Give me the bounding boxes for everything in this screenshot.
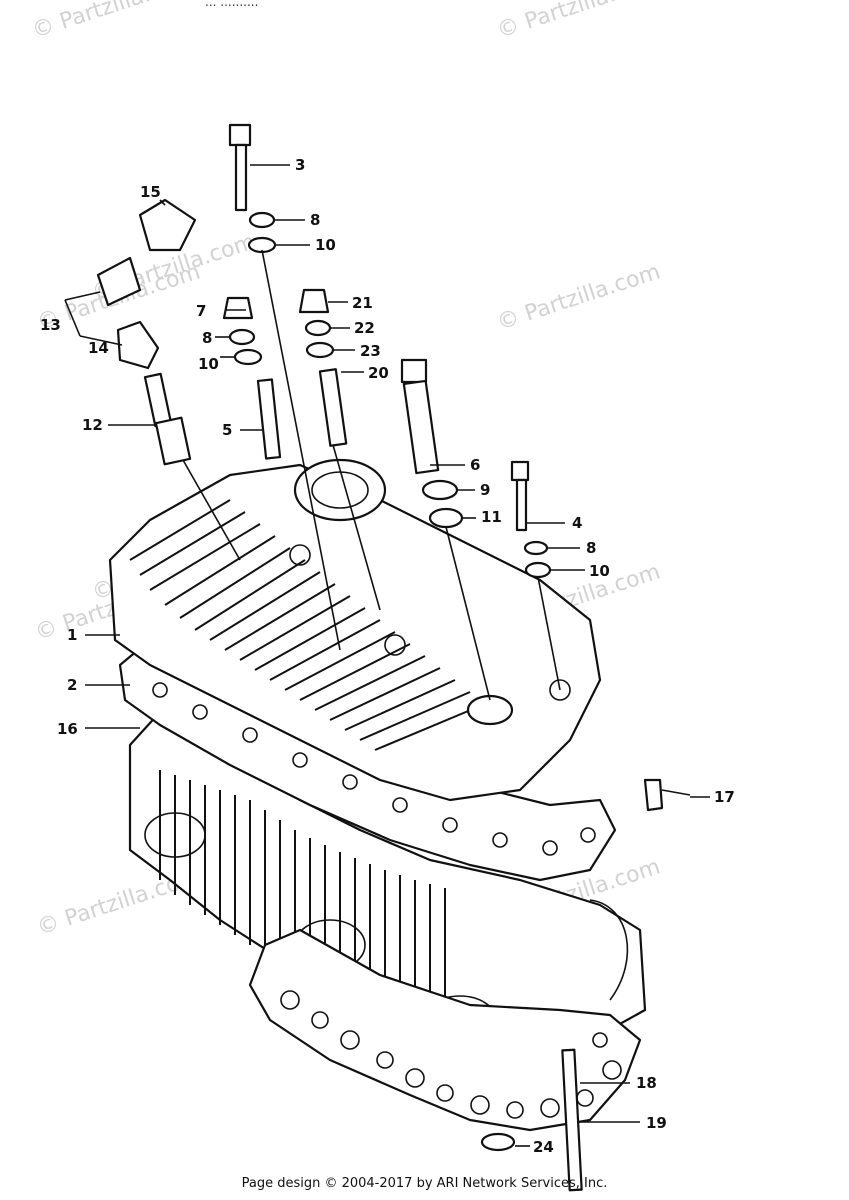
base-gasket [248, 928, 642, 1132]
callout-8-left: 8 [202, 329, 212, 347]
callout-8-right: 8 [586, 539, 596, 557]
callout-5: 5 [222, 421, 232, 439]
watermark: © Partzilla.com [29, 0, 198, 44]
callout-13: 13 [40, 316, 61, 334]
spark-plug-assembly [96, 198, 197, 466]
callout-23: 23 [360, 342, 381, 360]
callout-6: 6 [470, 456, 480, 474]
callout-10-right: 10 [589, 562, 610, 580]
copyright-footer: Page design © 2004-2017 by ARI Network S… [241, 1176, 608, 1191]
callout-2: 2 [67, 676, 77, 694]
leader-lines [64, 164, 710, 1147]
callout-19: 19 [646, 1114, 667, 1132]
callout-14: 14 [88, 339, 109, 357]
callout-11: 11 [481, 508, 502, 526]
header-fragment: ... .......... [205, 0, 258, 9]
cylinder-head [108, 458, 602, 802]
head-fins [129, 499, 486, 751]
callout-17: 17 [714, 788, 735, 806]
callout-16: 16 [57, 720, 78, 738]
callout-7: 7 [196, 302, 206, 320]
callout-8-upper: 8 [310, 211, 320, 229]
callout-10-upper: 10 [315, 236, 336, 254]
callout-10-left: 10 [198, 355, 219, 373]
callout-12: 12 [82, 416, 103, 434]
callout-numbers: 1 2 3 4 5 6 7 8 8 8 8 9 10 10 10 10 11 1… [40, 156, 735, 1156]
callout-20: 20 [368, 364, 389, 382]
callout-9: 9 [480, 481, 490, 499]
callout-4: 4 [572, 514, 582, 532]
watermark: © Partzilla.com [494, 259, 663, 335]
callout-24: 24 [533, 1138, 554, 1156]
watermark: © Partzilla.com [494, 0, 663, 44]
bolt-3 [228, 123, 252, 212]
callout-22: 22 [354, 319, 375, 337]
callout-21: 21 [352, 294, 373, 312]
callout-3: 3 [295, 156, 305, 174]
callout-15: 15 [140, 183, 161, 201]
callout-18: 18 [636, 1074, 657, 1092]
callout-1: 1 [67, 626, 77, 644]
